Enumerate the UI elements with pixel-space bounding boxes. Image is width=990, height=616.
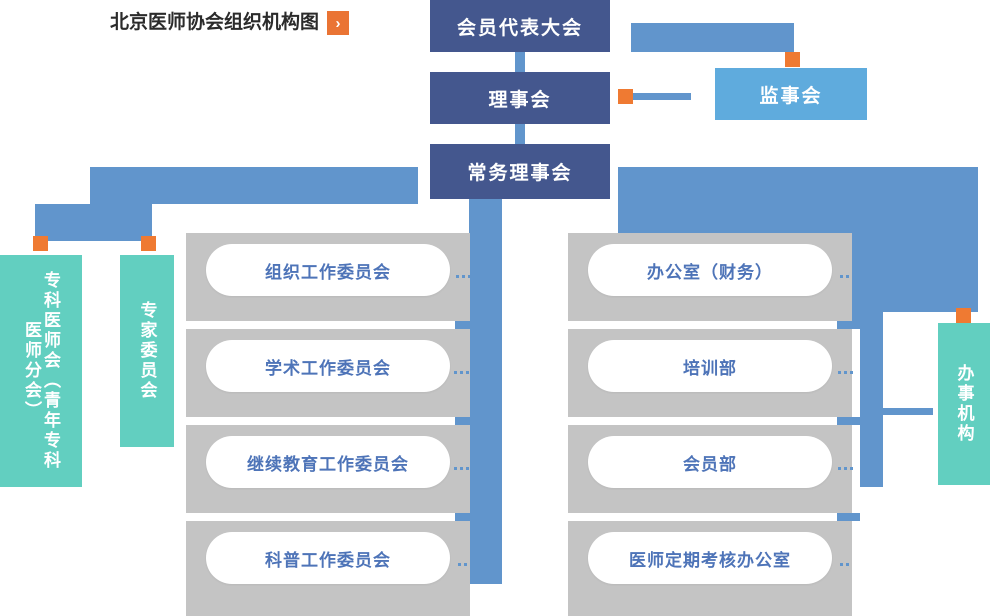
dot-connector [838,467,853,470]
spine-tick [837,321,860,329]
row-separator [568,513,852,521]
committee-label: 继续教育工作委员会 [247,454,409,474]
committee-row-right-0: 办公室（财务） [568,233,852,321]
committee-row-right-1: 培训部 [568,329,853,417]
committee-row-left-0: 组织工作委员会 [186,233,471,321]
row-separator [186,321,470,329]
committee-row-left-3: 科普工作委员会 [186,521,470,616]
marker-council-to-supervisor [618,89,633,104]
committee-pill[interactable]: 组织工作委员会 [206,244,450,296]
row-separator [186,513,470,521]
node-supervisor-label: 监事会 [759,85,823,107]
chevron-right-icon[interactable]: › [327,11,350,35]
node-assembly[interactable]: 会员代表大会 [430,0,610,52]
committee-row-right-3: 医师定期考核办公室 [568,521,852,616]
page-title-text: 北京医师协会组织机构图 [110,12,320,33]
dot-connector [840,563,849,566]
spine-tick [837,417,860,425]
committee-label: 办公室（财务） [647,262,773,282]
node-expert-committee-label: 专家委员会 [137,301,157,401]
committee-row-left-2: 继续教育工作委员会 [186,425,475,513]
node-office-agency[interactable]: 办事机构 [938,323,990,485]
spine-tick [455,417,470,425]
committee-pill[interactable]: 学术工作委员会 [206,340,450,392]
row-separator [568,417,852,425]
connector-council-supervisor-line [633,93,691,100]
marker-office [956,308,971,323]
connector-assembly-to-council [515,52,525,72]
committee-label: 会员部 [683,454,737,474]
node-office-agency-label: 办事机构 [954,364,974,444]
connector-left-arm-upper [90,167,418,204]
committee-row-left-1: 学术工作委员会 [186,329,475,417]
marker-specialist [33,236,48,251]
committee-pill[interactable]: 培训部 [588,340,832,392]
connector-right-vertical [860,167,883,487]
node-expert-committee[interactable]: 专家委员会 [120,255,174,447]
committee-label: 培训部 [683,358,737,378]
node-council[interactable]: 理事会 [430,72,610,124]
committee-pill[interactable]: 会员部 [588,436,832,488]
connector-council-to-standing [515,124,525,144]
connector-assembly-to-supervisor [631,23,794,52]
spine-tick [455,321,470,329]
dot-connector [458,563,467,566]
committee-pill[interactable]: 科普工作委员会 [206,532,450,584]
dot-connector [456,275,471,278]
committee-pill[interactable]: 医师定期考核办公室 [588,532,832,584]
node-standing-council[interactable]: 常务理事会 [430,144,610,199]
connector-left-arm-lower [35,204,152,241]
node-standing-council-label: 常务理事会 [467,163,573,184]
row-separator [186,417,470,425]
committee-label: 学术工作委员会 [265,358,391,378]
committee-row-right-2: 会员部 [568,425,853,513]
dot-connector [840,275,849,278]
committee-pill[interactable]: 办公室（财务） [588,244,832,296]
dot-connector [838,371,853,374]
node-supervisor[interactable]: 监事会 [715,68,867,120]
committee-label: 组织工作委员会 [265,262,391,282]
node-council-label: 理事会 [488,89,552,111]
row-separator [568,321,852,329]
spine-tick [837,513,860,521]
node-assembly-label: 会员代表大会 [456,17,583,39]
committee-pill[interactable]: 继续教育工作委员会 [206,436,450,488]
spine-tick [455,513,470,521]
committee-label: 医师定期考核办公室 [629,550,791,570]
node-specialist-association[interactable]: 专科医师会（青年专科医师分会） [0,255,82,487]
connector-office-stub [883,408,933,415]
page-title: 北京医师协会组织机构图 › [110,10,350,36]
connector-left-committees-spine-top [469,199,502,272]
node-specialist-association-label: 专科医师会（青年专科医师分会） [22,271,61,471]
dot-connector [454,371,475,374]
marker-supervisor-top [785,52,800,67]
marker-expert [141,236,156,251]
committee-label: 科普工作委员会 [265,550,391,570]
dot-connector [454,467,475,470]
